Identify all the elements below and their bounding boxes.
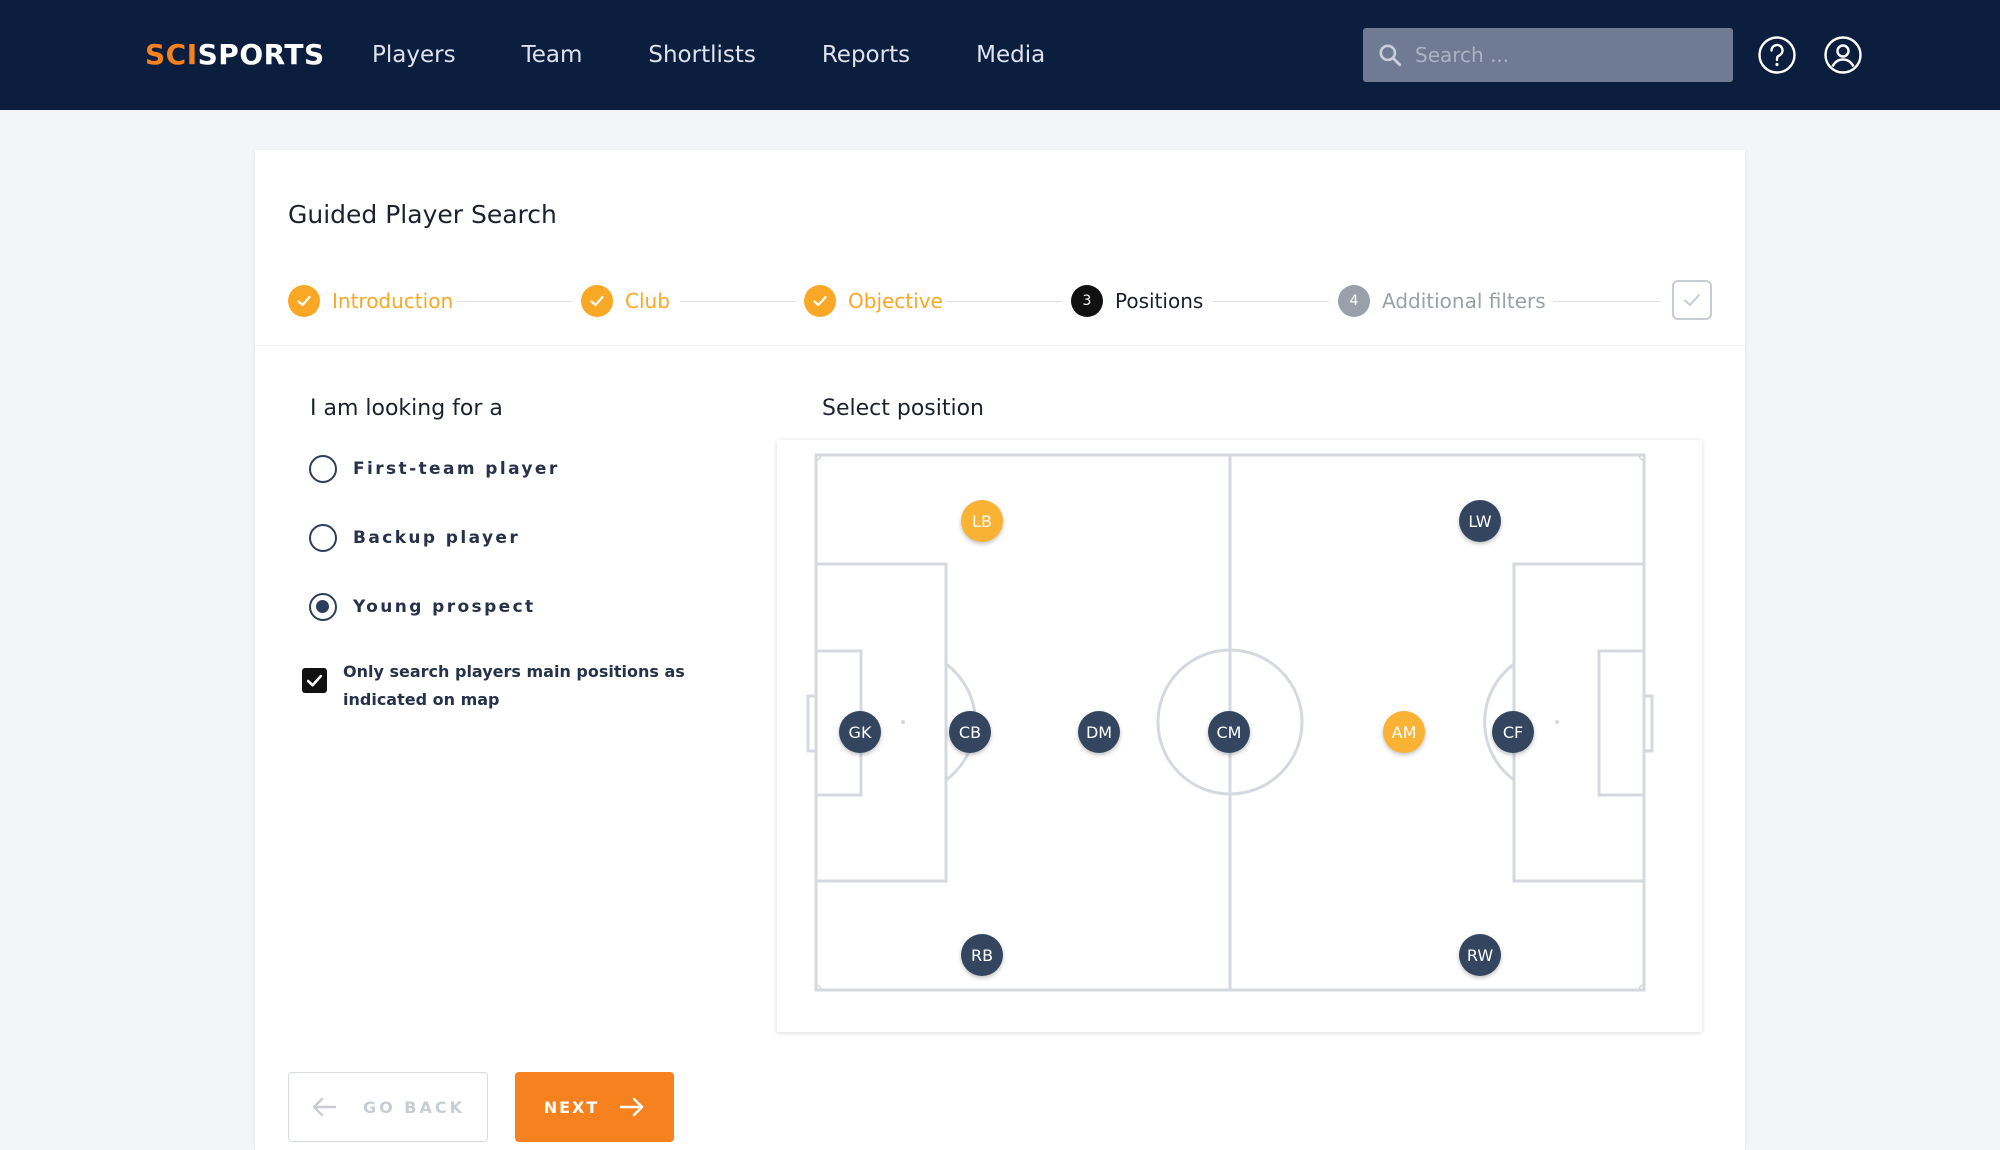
- position-dm[interactable]: DM: [1078, 711, 1120, 753]
- step-finish[interactable]: [1672, 280, 1712, 320]
- step-number: 3: [1071, 285, 1103, 317]
- radio-button[interactable]: [309, 524, 337, 552]
- step-label: Positions: [1115, 289, 1204, 313]
- option-label: Backup player: [353, 528, 521, 548]
- position-cb[interactable]: CB: [949, 711, 991, 753]
- main-positions-checkbox-row[interactable]: Only search players main positions as in…: [302, 658, 742, 714]
- nav-item-players[interactable]: Players: [372, 42, 456, 68]
- option-backup-player[interactable]: Backup player: [309, 524, 520, 552]
- check-icon: [804, 285, 836, 317]
- position-rw[interactable]: RW: [1459, 934, 1501, 976]
- nav-item-media[interactable]: Media: [976, 42, 1046, 68]
- page-title: Guided Player Search: [288, 200, 557, 229]
- option-young-prospect[interactable]: Young prospect: [309, 593, 536, 621]
- step-label: Club: [625, 289, 670, 313]
- checkmark-icon: [306, 674, 323, 687]
- step-label: Objective: [848, 289, 943, 313]
- check-icon: [288, 285, 320, 317]
- position-rb[interactable]: RB: [961, 934, 1003, 976]
- checkbox[interactable]: [302, 668, 327, 693]
- step-club[interactable]: Club: [581, 280, 670, 322]
- position-cf[interactable]: CF: [1492, 711, 1534, 753]
- step-connector: [946, 301, 1062, 302]
- nav-item-team[interactable]: Team: [521, 42, 583, 68]
- option-label: First-team player: [353, 459, 560, 479]
- checkbox-label: Only search players main positions as in…: [343, 662, 685, 709]
- pitch-container: LB LW GK CB DM CM AM CF RB RW: [777, 440, 1702, 1032]
- search-input[interactable]: [1415, 43, 1715, 67]
- step-connector: [1553, 301, 1661, 302]
- next-button[interactable]: NEXT: [515, 1072, 674, 1142]
- position-cm[interactable]: CM: [1208, 711, 1250, 753]
- help-icon[interactable]: [1756, 34, 1798, 76]
- position-lb[interactable]: LB: [961, 500, 1003, 542]
- step-number: 4: [1338, 285, 1370, 317]
- logo-part-sci: SCI: [145, 38, 198, 71]
- arrow-right-icon: [620, 1097, 644, 1117]
- radio-button[interactable]: [309, 593, 337, 621]
- option-label: Young prospect: [353, 597, 536, 617]
- next-label: NEXT: [543, 1097, 600, 1117]
- step-label: Additional filters: [1382, 289, 1546, 313]
- user-account-icon[interactable]: [1822, 34, 1864, 76]
- check-icon: [1684, 294, 1700, 306]
- select-position-heading: Select position: [822, 396, 985, 421]
- nav-item-shortlists[interactable]: Shortlists: [648, 42, 756, 68]
- position-lw[interactable]: LW: [1459, 500, 1501, 542]
- search-icon: [1379, 44, 1402, 67]
- step-connector: [456, 301, 572, 302]
- go-back-label: GO BACK: [362, 1097, 466, 1117]
- position-am[interactable]: AM: [1383, 711, 1425, 753]
- option-first-team-player[interactable]: First-team player: [309, 455, 560, 483]
- divider: [255, 345, 1745, 346]
- nav-item-reports[interactable]: Reports: [821, 42, 911, 68]
- go-back-button[interactable]: GO BACK: [288, 1072, 488, 1142]
- step-connector: [1213, 301, 1329, 302]
- football-pitch: [806, 453, 1654, 992]
- step-introduction[interactable]: Introduction: [288, 280, 453, 322]
- wizard-stepper: Introduction Club Objective 3 Positions …: [288, 280, 1713, 322]
- check-icon: [581, 285, 613, 317]
- radio-button[interactable]: [309, 455, 337, 483]
- search-box[interactable]: [1363, 28, 1733, 82]
- guided-search-card: Guided Player Search Introduction Club O…: [255, 150, 1745, 1150]
- step-additional-filters[interactable]: 4 Additional filters: [1338, 280, 1546, 322]
- arrow-left-icon: [312, 1097, 337, 1117]
- step-positions[interactable]: 3 Positions: [1071, 280, 1203, 322]
- step-label: Introduction: [332, 289, 454, 313]
- step-objective[interactable]: Objective: [804, 280, 943, 322]
- logo-part-sports: SPORTS: [197, 38, 325, 71]
- step-connector: [680, 301, 796, 302]
- position-gk[interactable]: GK: [839, 711, 881, 753]
- looking-for-heading: I am looking for a: [310, 396, 503, 421]
- main-nav: Players Team Shortlists Reports Media: [372, 0, 1111, 110]
